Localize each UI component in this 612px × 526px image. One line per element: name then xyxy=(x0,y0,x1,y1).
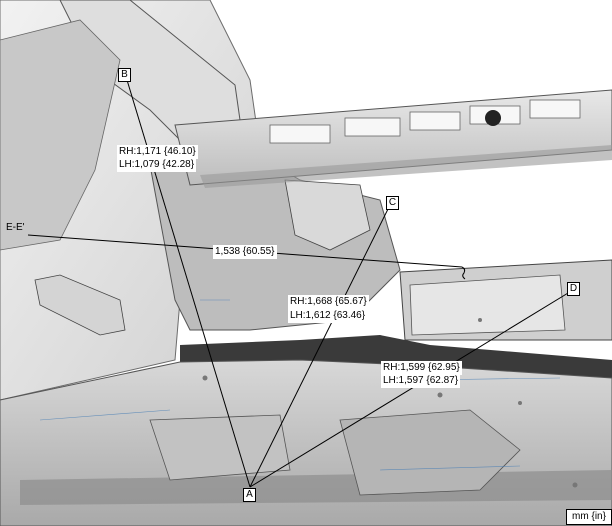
measurement-d-rh: RH:1,599 {62.95} xyxy=(381,361,462,375)
measurement-b-lh: LH:1,079 {42.28} xyxy=(117,158,197,172)
unit-label: mm {in} xyxy=(566,509,612,525)
measurement-d-lh: LH:1,597 {62.87} xyxy=(381,374,461,388)
measurement-c-rh: RH:1,668 {65.67} xyxy=(288,295,369,309)
point-d-label: D xyxy=(567,282,580,296)
section-label-ee: E-E' xyxy=(6,222,25,233)
measurement-c-lh: LH:1,612 {63.46} xyxy=(288,309,368,323)
point-a-label: A xyxy=(243,488,256,502)
measurement-ee: 1,538 {60.55} xyxy=(213,245,277,259)
point-c-label: C xyxy=(386,196,399,210)
measurement-b-rh: RH:1,171 {46.10} xyxy=(117,145,198,159)
point-b-label: B xyxy=(118,68,131,82)
